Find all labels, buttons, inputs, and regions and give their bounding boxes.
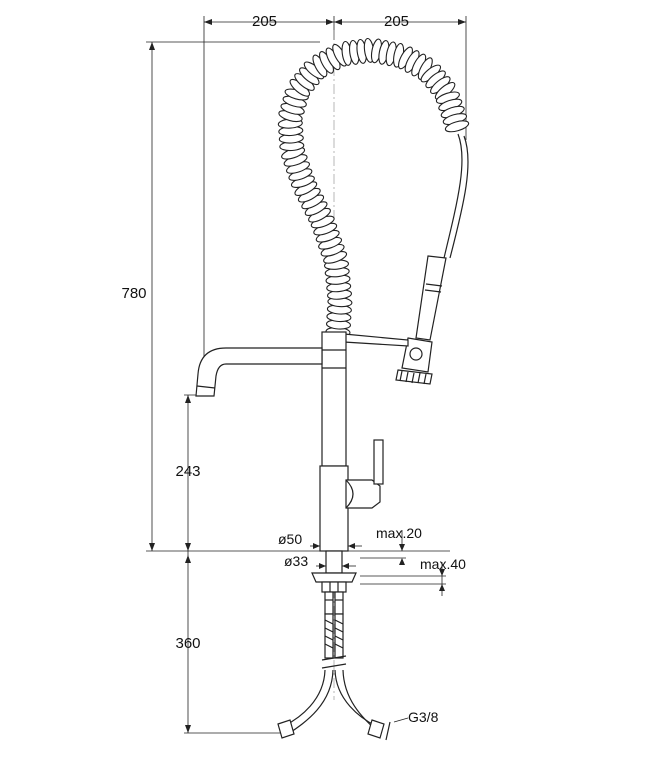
- total-height-label: 780: [121, 285, 146, 302]
- below-counter-label: 360: [175, 635, 200, 652]
- max-counter-bottom-label: max.40: [420, 556, 466, 572]
- spray-holder-arm: [343, 333, 409, 347]
- spray-hose: [443, 133, 463, 259]
- width-right-label: 205: [384, 13, 409, 30]
- spray-head: [395, 255, 447, 385]
- below-counter-dimension: 360: [175, 551, 282, 734]
- spring-coil: [277, 37, 470, 338]
- faucet-body: [195, 331, 384, 552]
- total-height-dimension: 780: [121, 41, 320, 551]
- supply-hoses: G3/8: [277, 591, 439, 741]
- top-width-dimension: 205 205: [203, 13, 467, 360]
- max-counter-top-label: max.20: [376, 525, 422, 541]
- spout-height-label: 243: [175, 463, 200, 480]
- body-diameter-label: ø50: [278, 531, 302, 547]
- diameter-dimensions: ø50 max.20 ø33 max.40: [278, 525, 466, 596]
- width-left-label: 205: [252, 13, 277, 30]
- shank-diameter-label: ø33: [284, 553, 308, 569]
- mounting-assembly: [311, 550, 357, 593]
- spout-height-dimension: 243: [175, 394, 204, 551]
- hose-thread-label: G3/8: [408, 709, 439, 725]
- spray-button-icon: [409, 347, 423, 361]
- coil-loop: [444, 120, 470, 133]
